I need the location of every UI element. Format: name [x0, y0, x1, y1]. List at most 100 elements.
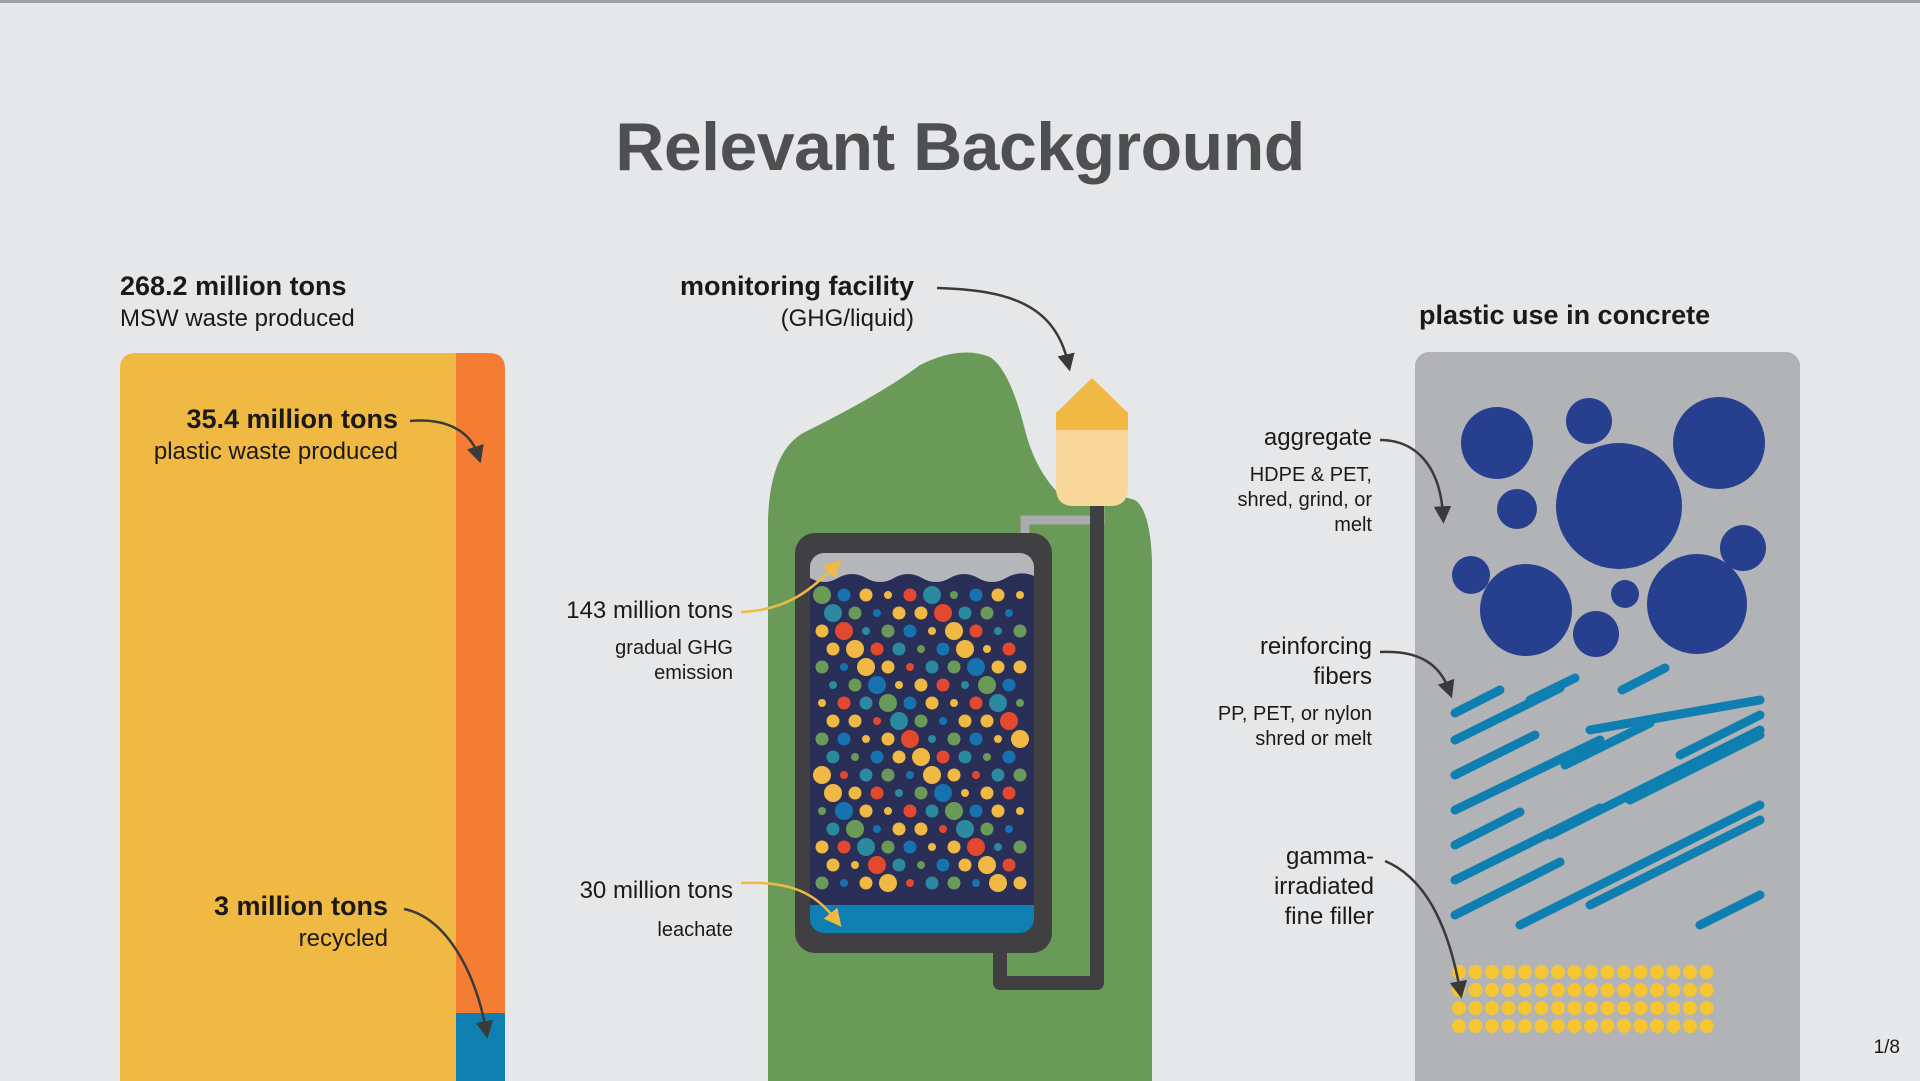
- waste-particle: [826, 714, 840, 728]
- waste-particle: [934, 784, 952, 802]
- waste-particle: [829, 681, 837, 689]
- waste-particle: [958, 858, 972, 872]
- plastic-value: 35.4 million tons: [186, 404, 398, 434]
- aggregate-desc-3: melt: [1334, 514, 1372, 536]
- waste-particle: [991, 804, 1005, 818]
- waste-particle: [1013, 840, 1027, 854]
- waste-particle: [859, 804, 873, 818]
- waste-particle: [917, 861, 925, 869]
- fiber-strand: [1450, 803, 1605, 885]
- waste-particle: [835, 802, 853, 820]
- facility-desc: (GHG/liquid): [780, 304, 914, 332]
- fibers-desc-2: shred or melt: [1255, 728, 1372, 750]
- waste-particle: [947, 732, 961, 746]
- aggregate-arrow: [1379, 438, 1452, 524]
- filler-particle: [1468, 1019, 1483, 1033]
- filler-particle: [1650, 983, 1664, 997]
- concrete-title: plastic use in concrete: [1419, 300, 1711, 330]
- waste-particle: [925, 660, 939, 674]
- waste-particle: [903, 840, 917, 854]
- fiber-strand: [1695, 890, 1765, 930]
- waste-particle: [945, 802, 963, 820]
- waste-particle: [967, 838, 985, 856]
- filler-particle: [1518, 965, 1532, 979]
- filler-particle: [1683, 983, 1697, 997]
- plastic-label: 35.4 million tons plastic waste produced: [130, 403, 398, 467]
- waste-particle: [956, 820, 974, 838]
- fiber-strand: [1617, 663, 1670, 695]
- slide-title: Relevant Background: [615, 109, 1305, 185]
- waste-particle: [903, 696, 917, 710]
- waste-particle: [851, 861, 859, 869]
- waste-particle: [934, 604, 952, 622]
- fibers-desc-1: PP, PET, or nylon: [1217, 703, 1372, 725]
- waste-particle: [1016, 699, 1024, 707]
- filler-arrow: [1384, 859, 1468, 999]
- filler-particle: [1485, 965, 1499, 979]
- fiber-strand: [1450, 683, 1565, 745]
- waste-particle: [906, 771, 914, 779]
- waste-particle: [879, 874, 897, 892]
- fiber-strand: [1560, 718, 1655, 770]
- recycled-desc: recycled: [298, 924, 388, 952]
- waste-particle: [978, 676, 996, 694]
- waste-particle: [881, 624, 895, 638]
- waste-particle: [824, 784, 842, 802]
- filler-particle: [1600, 983, 1615, 997]
- filler-particle: [1650, 1019, 1664, 1033]
- fiber-strand: [1450, 730, 1540, 780]
- fibers-title-2: fibers: [1313, 663, 1372, 690]
- waste-particle: [895, 681, 903, 689]
- filler-particle: [1584, 1019, 1598, 1033]
- waste-particle: [818, 807, 826, 815]
- aggregate-desc-2: shred, grind, or: [1237, 489, 1372, 511]
- filler-particle: [1699, 983, 1714, 997]
- reinforcing-fibers: [1450, 663, 1765, 930]
- filler-particle: [1567, 965, 1582, 979]
- ghg-value: 143 million tons: [566, 597, 733, 624]
- fibers-arrow: [1379, 650, 1455, 699]
- waste-particle: [914, 606, 928, 620]
- waste-particle: [969, 732, 983, 746]
- fiber-strand: [1450, 857, 1565, 920]
- fiber-strand: [1450, 735, 1605, 815]
- waste-particle: [837, 732, 851, 746]
- filler-title-3: fine filler: [1284, 903, 1374, 930]
- waste-particle: [873, 609, 881, 617]
- filler-particle: [1600, 1019, 1615, 1033]
- waste-particle: [961, 789, 969, 797]
- plastic-desc: plastic waste produced: [153, 437, 398, 465]
- waste-particle: [815, 660, 829, 674]
- filler-particle: [1650, 965, 1664, 979]
- waste-particle: [857, 658, 875, 676]
- filler-particle: [1666, 1001, 1681, 1015]
- waste-particle: [980, 786, 994, 800]
- page-number: 1/8: [1873, 1037, 1900, 1058]
- waste-particle: [950, 699, 958, 707]
- filler-particle: [1699, 965, 1714, 979]
- filler-particle: [1501, 965, 1516, 979]
- waste-particle: [862, 735, 870, 743]
- waste-particle: [840, 879, 848, 887]
- waste-particle: [1005, 825, 1013, 833]
- aggregate-desc-1: HDPE & PET,: [1249, 464, 1372, 486]
- waste-particle: [881, 732, 895, 746]
- waste-particle: [840, 663, 848, 671]
- filler-particle: [1485, 983, 1499, 997]
- filler-particle: [1683, 1001, 1697, 1015]
- waste-particle: [947, 876, 961, 890]
- msw-total-value: 268.2 million tons: [120, 271, 347, 301]
- filler-particle: [1633, 1001, 1648, 1015]
- waste-particle: [969, 696, 983, 710]
- waste-particle: [928, 735, 936, 743]
- waste-particle: [884, 807, 892, 815]
- filler-particle: [1518, 983, 1532, 997]
- filler-particle: [1551, 983, 1565, 997]
- waste-particle: [991, 588, 1005, 602]
- waste-particle: [980, 606, 994, 620]
- waste-particle: [1002, 642, 1016, 656]
- filler-particle: [1666, 1019, 1681, 1033]
- waste-particle: [846, 640, 864, 658]
- facility-arrow: [936, 286, 1075, 372]
- ghg-desc-1: gradual GHG: [615, 637, 733, 659]
